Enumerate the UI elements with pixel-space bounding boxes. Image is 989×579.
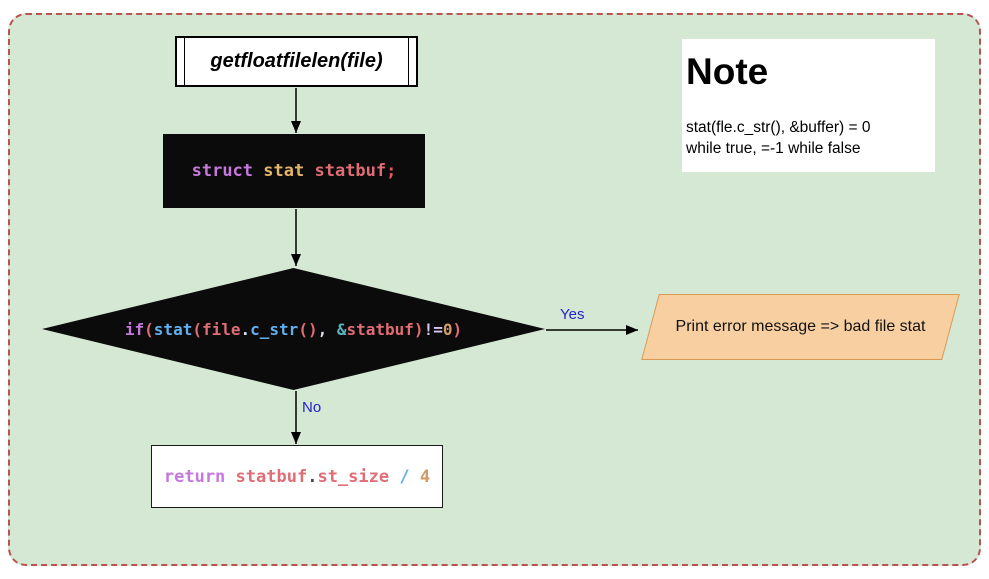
declare-node-code: struct stat statbuf; [191,161,397,181]
return-node-code: return statbuf.st_size / 4 [163,466,431,487]
no-edge-label: No [302,399,322,416]
error-parallelogram: Print error message => bad file stat [641,294,960,360]
start-node-label: getfloatfilelen(file) [210,50,383,72]
note-line-1: stat(fle.c_str(), &buffer) = 0 [686,119,871,136]
start-node: getfloatfilelen(file) [175,36,418,87]
error-label: Print error message => bad file stat [675,318,926,335]
note-box: Note stat(fle.c_str(), &buffer) = 0 whil… [682,39,935,172]
note-title: Note [686,51,769,92]
yes-edge-label: Yes [560,306,585,323]
predefined-process-line-right [408,38,409,85]
note-line-2: while true, =-1 while false [686,140,861,157]
predefined-process-line-left [184,38,185,85]
condition-code: if(stat(file.c_str(), &statbuf)!=0) [124,319,463,339]
return-node: return statbuf.st_size / 4 [151,445,443,508]
note-body: stat(fle.c_str(), &buffer) = 0 while tru… [686,117,931,159]
declare-node: struct stat statbuf; [163,134,425,208]
